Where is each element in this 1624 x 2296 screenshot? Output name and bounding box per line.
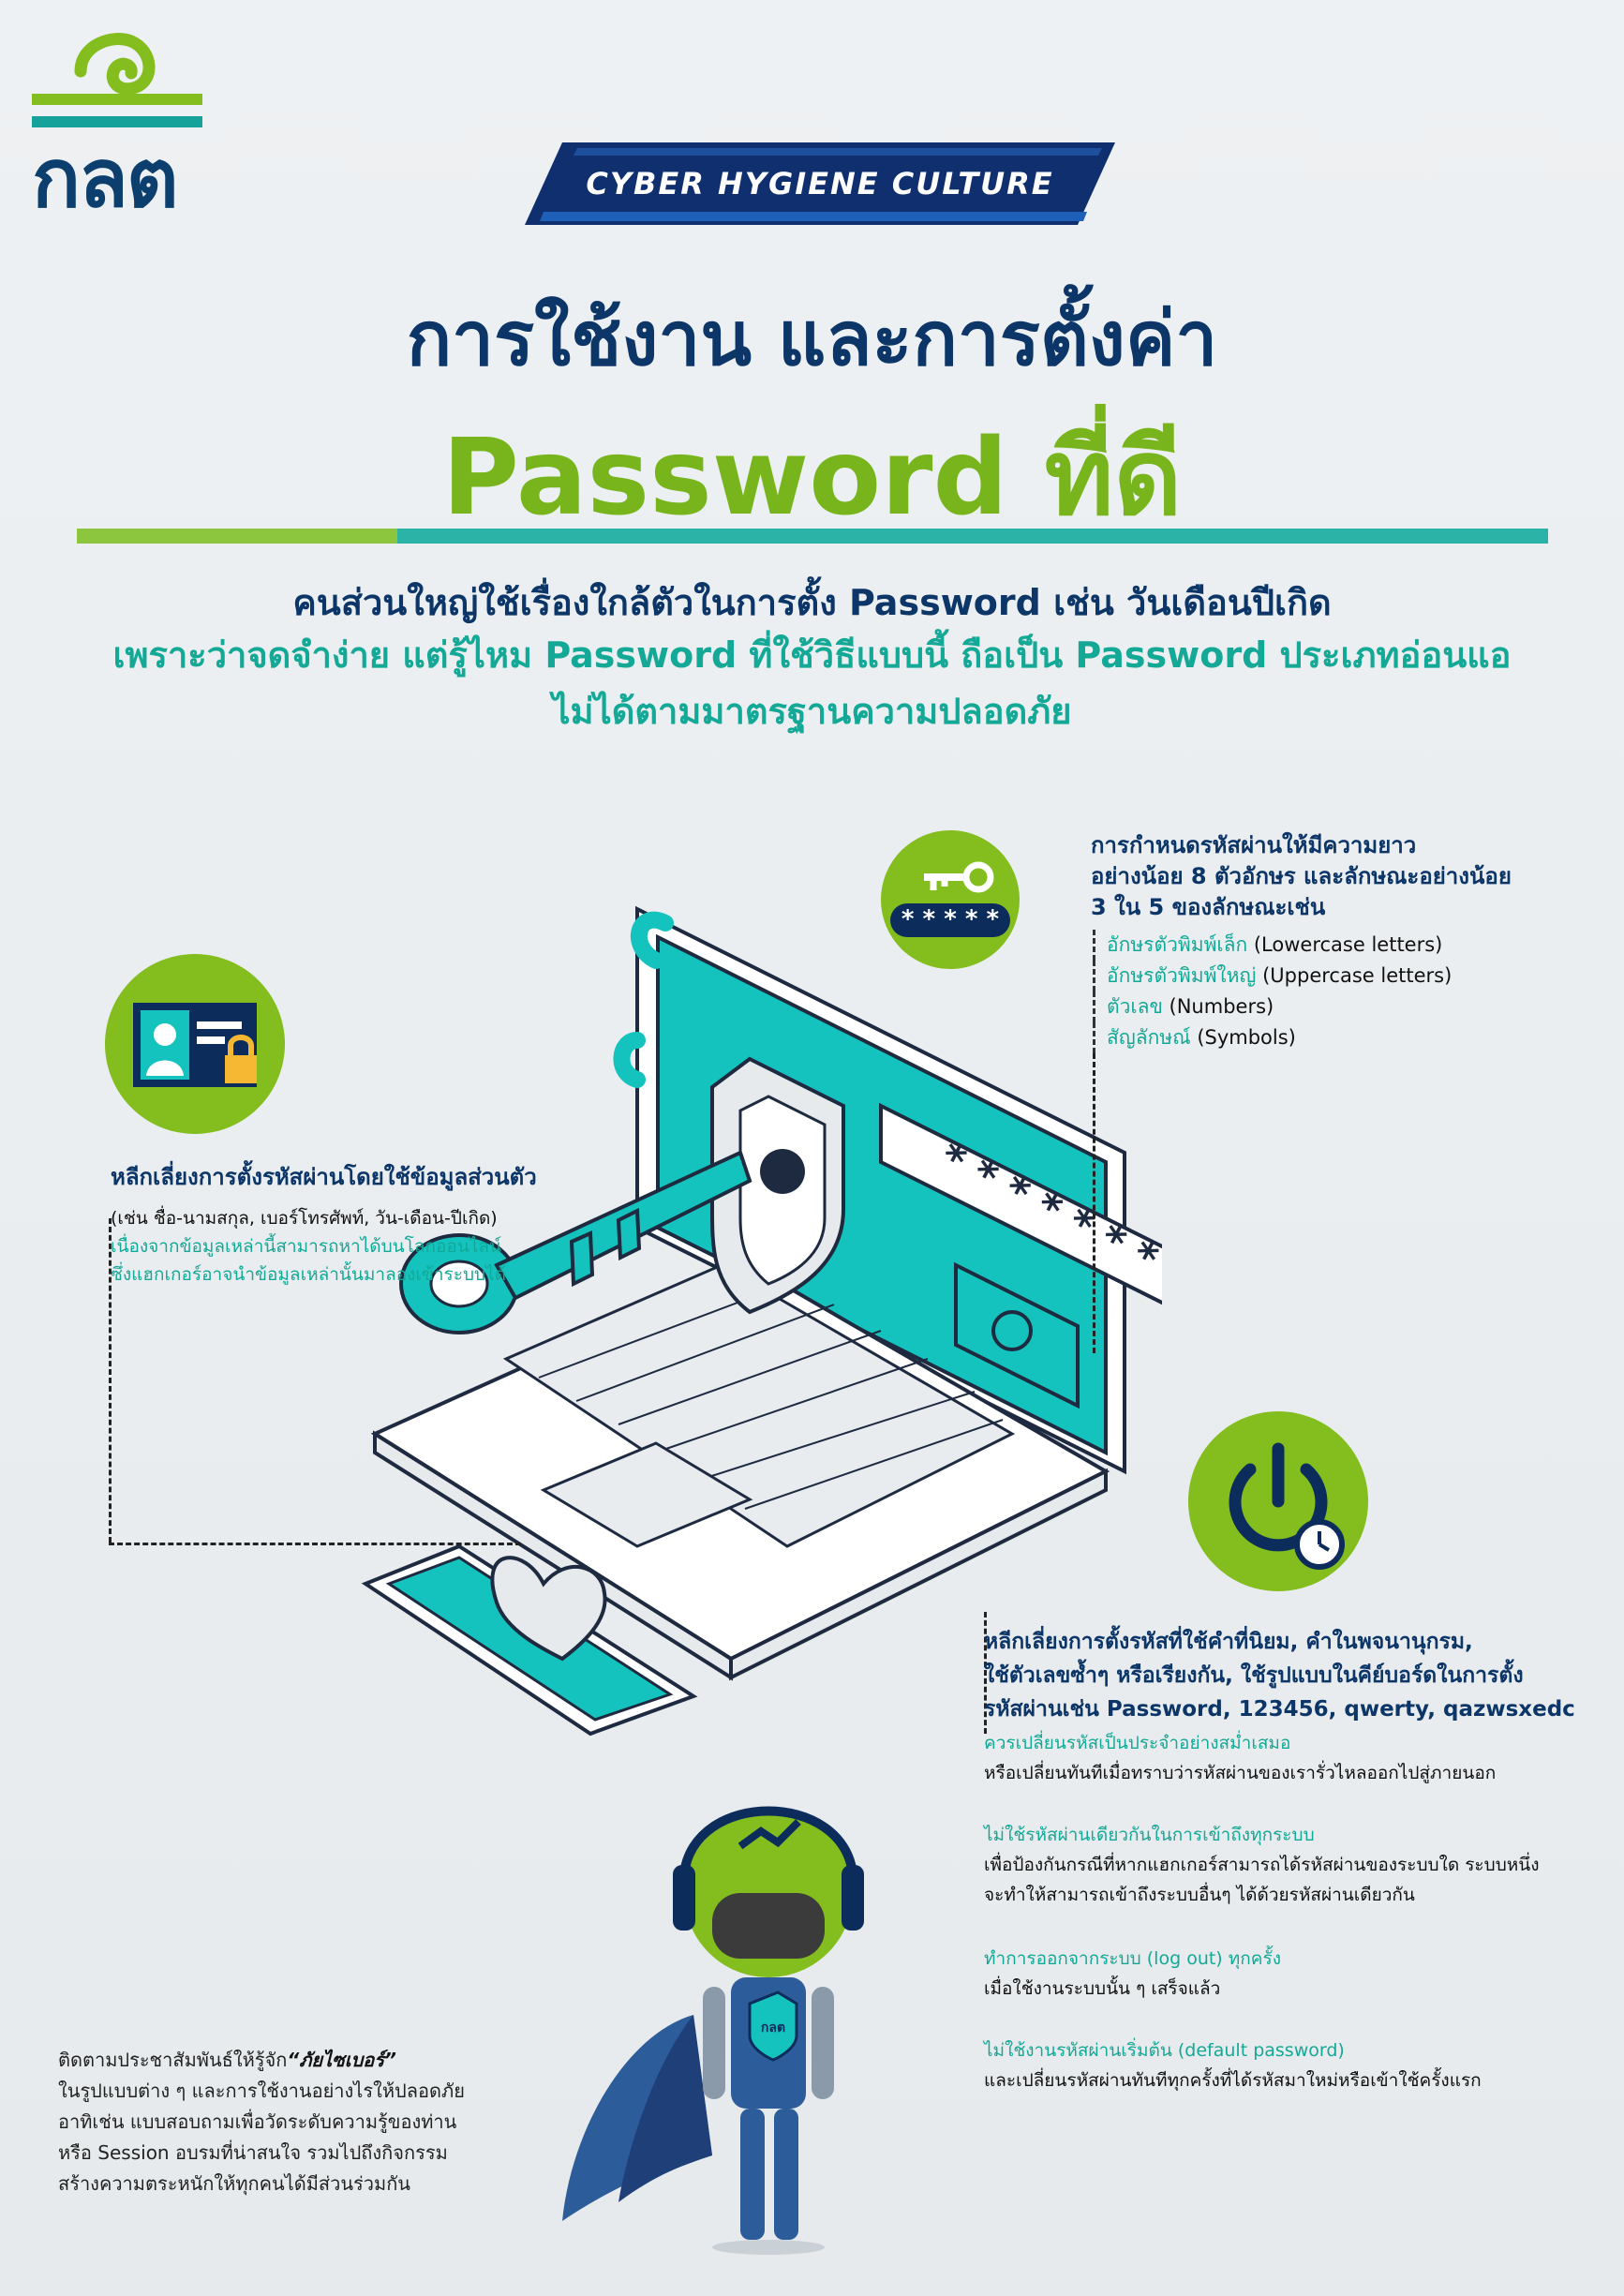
tip-unique-password: ไม่ใช้รหัสผ่านเดียวกันในการเข้าถึงทุกระบ… — [984, 1825, 1540, 1905]
follow-line3: อาทิเช่น แบบสอบถามเพื่อวัดระดับความรู้ขอ… — [58, 2110, 457, 2133]
tip-default-password: ไม่ใช้งานรหัสผ่านเริ่มต้น (default passw… — [984, 2040, 1482, 2091]
logo-text: กลต — [32, 132, 179, 226]
common-words-line3: รหัสผ่านเช่น Password, 123456, qwerty, q… — [984, 1697, 1575, 1722]
mascot-illustration: กลต — [562, 1806, 864, 2255]
requirements-title-line2: อย่างน้อย 8 ตัวอักษร และลักษณะอย่างน้อย — [1091, 863, 1512, 889]
personal-info-note: หลีกเลี่ยงการตั้งรหัสผ่านโดยใช้ข้อมูลส่ว… — [111, 1158, 598, 1289]
personal-info-reason2: ซึ่งแฮกเกอร์อาจนำข้อมูลเหล่านั้นมาลองเข้… — [111, 1264, 506, 1285]
follow-line4: หรือ Session อบรมที่น่าสนใจ รวมไปถึงกิจก… — [58, 2141, 448, 2164]
title-line2: Password ที่ดี — [441, 417, 1183, 539]
requirements-list: อักษรตัวพิมพ์เล็ก (Lowercase letters) อั… — [1093, 930, 1580, 1053]
title-line1: การใช้งาน และการตั้งค่า — [406, 295, 1218, 382]
intro-line2: เพราะว่าจดจำง่าย แต่รู้ไหม Password ที่ใ… — [112, 634, 1512, 676]
mascot-badge-text: กลต — [761, 2020, 785, 2035]
logo-mark-icon — [32, 33, 202, 127]
power-clock-icon — [1229, 1442, 1345, 1570]
list-item: ตัวเลข (Numbers) — [1093, 991, 1580, 1022]
list-item: สัญลักษณ์ (Symbols) — [1093, 1022, 1580, 1053]
password-requirement-badge: * * * * * — [881, 830, 1020, 969]
common-words-line2: ใช้ตัวเลขซ้ำๆ หรือเรียงกัน, ใช้รูปแบบในค… — [984, 1663, 1524, 1688]
sec-logo: กลต — [32, 28, 210, 219]
password-mask-text: * * * * * — [901, 905, 1000, 933]
banner-shape — [525, 142, 1115, 225]
personal-info-example: (เช่น ชื่อ-นามสกุล, เบอร์โทรศัพท์, วัน-เ… — [111, 1208, 498, 1229]
logout-badge — [1188, 1411, 1368, 1591]
list-item: อักษรตัวพิมพ์ใหญ่ (Uppercase letters) — [1093, 961, 1580, 991]
follow-line5: สร้างความตระหนักให้ทุกคนได้มีส่วนร่วมกัน — [58, 2172, 410, 2195]
follow-line2: ในรูปแบบต่าง ๆ และการใช้งานอย่างไรให้ปลอ… — [58, 2080, 465, 2102]
list-item: อักษรตัวพิมพ์เล็ก (Lowercase letters) — [1093, 930, 1580, 961]
id-card-lock-icon — [133, 1003, 257, 1087]
tip-change-regularly: ควรเปลี่ยนรหัสเป็นประจำอย่างสม่ำเสมอ หรื… — [984, 1733, 1497, 1783]
follow-line1: ติดตามประชาสัมพันธ์ให้รู้จัก“ภัยไซเบอร์” — [58, 2049, 396, 2071]
common-words-note: หลีกเลี่ยงการตั้งรหัสที่ใช้คำที่นิยม, คำ… — [984, 1625, 1584, 1726]
cyber-hygiene-banner: CYBER HYGIENE CULTURE — [525, 142, 1115, 225]
requirements-title: การกำหนดรหัสผ่านให้มีความยาว อย่างน้อย 8… — [1091, 830, 1578, 923]
divider-teal — [397, 529, 1548, 544]
personal-info-heading: หลีกเลี่ยงการตั้งรหัสผ่านโดยใช้ข้อมูลส่ว… — [111, 1164, 537, 1190]
divider-green — [77, 529, 397, 544]
personal-info-badge — [105, 954, 285, 1134]
requirements-title-line1: การกำหนดรหัสผ่านให้มีความยาว — [1091, 832, 1417, 858]
tip-logout: ทำการออกจากระบบ (log out) ทุกครั้ง เมื่อ… — [984, 1948, 1281, 1999]
common-connector — [984, 1612, 987, 1734]
laptop-illustration: * * * * * * * — [361, 905, 1162, 1737]
personal-connector-h — [109, 1543, 521, 1545]
requirements-title-line3: 3 ใน 5 ของลักษณะเช่น — [1091, 894, 1326, 920]
common-words-line1: หลีกเลี่ยงการตั้งรหัสที่ใช้คำที่นิยม, คำ… — [984, 1630, 1473, 1654]
follow-note: ติดตามประชาสัมพันธ์ให้รู้จัก“ภัยไซเบอร์”… — [58, 2045, 545, 2199]
personal-info-reason1: เนื่องจากข้อมูลเหล่านี้สามารถหาได้บนโลกอ… — [111, 1236, 502, 1257]
intro-line1: คนส่วนใหญ่ใช้เรื่องใกล้ตัวในการตั้ง Pass… — [292, 582, 1332, 623]
key-icon — [890, 861, 1010, 937]
intro-line3: ไม่ได้ตามมาตรฐานความปลอดภัย — [552, 691, 1072, 732]
banner-text: CYBER HYGIENE CULTURE — [586, 166, 1054, 201]
requirements-connector — [1093, 1053, 1095, 1353]
personal-connector-v — [109, 1218, 112, 1543]
